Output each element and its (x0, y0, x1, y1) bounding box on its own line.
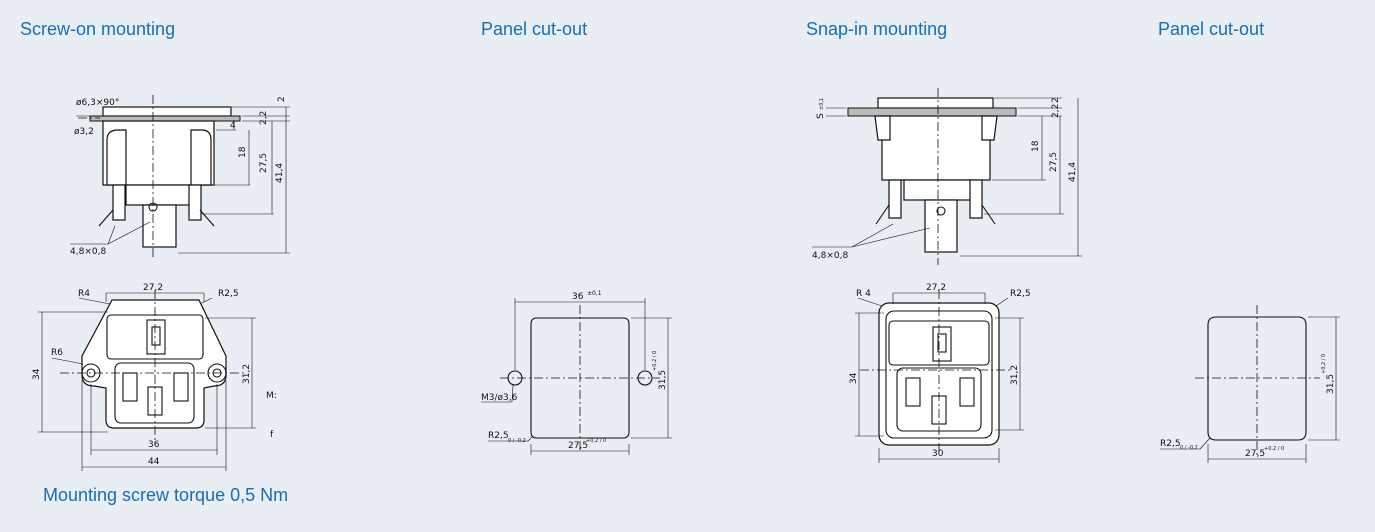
cutout1-width-tol: ±0,1 (587, 290, 602, 297)
dim-countersink: ø6,3×90° (76, 98, 119, 108)
cutout1-radius-tol: 0 / -0,2 (508, 438, 526, 444)
dim-height: 34 (32, 368, 42, 380)
snap-r2-5: R2,5 (1010, 289, 1031, 299)
dim-44: 44 (148, 457, 160, 467)
mounting-torque-note: Mounting screw torque 0,5 Nm (43, 485, 289, 505)
snap-width-30: 30 (932, 449, 944, 459)
snap-in-side-view: S ±0,1 2 2,2 18 27,5 41,4 4,8×0,8 (812, 88, 1082, 265)
dim-4: 4 (230, 121, 236, 131)
cutout1-height-tol: +0,2 / 0 (652, 351, 658, 371)
cutout1-bottom-tol: +0,2 / 0 (586, 438, 606, 444)
cutout2-bottom: 27,5 (1245, 449, 1265, 459)
snap-r4: R 4 (856, 289, 871, 299)
heading-panel-cutout-1: Panel cut-out (481, 19, 588, 39)
snap-height: 34 (849, 372, 859, 384)
dim-18: 18 (238, 146, 248, 158)
panel-cutout-1: 36 ±0,1 31,5 +0,2 / 0 M3/ø3,6 R2,5 0 / -… (481, 290, 672, 455)
cut-off-label-m: M: (266, 391, 277, 401)
cut-off-label-f: f (270, 430, 274, 440)
snap-in-front-view: 27,2 R 4 R2,5 34 31,2 30 (849, 283, 1031, 463)
dim-31-2: 31,2 (242, 364, 252, 384)
cutout1-thread: M3/ø3,6 (481, 393, 518, 403)
dim-tab: 4,8×0,8 (70, 247, 106, 257)
cutout2-bottom-tol: +0,2 / 0 (1264, 446, 1284, 452)
dim-2: 2 (277, 96, 287, 102)
cutout1-radius: R2,5 (488, 431, 509, 441)
heading-snap-in-mounting: Snap-in mounting (806, 19, 948, 39)
heading-panel-cutout-2: Panel cut-out (1158, 19, 1265, 39)
snap-dim-41-4: 41,4 (1068, 162, 1078, 182)
screw-on-front-view: 27,2 R4 R2,5 R6 34 31,2 36 44 M: f (32, 283, 277, 471)
snap-dim-2-2: 2,2 (1051, 104, 1061, 118)
dim-r4: R4 (78, 289, 90, 299)
dim-width-top: 27,2 (143, 283, 163, 293)
cutout1-height: 31,5 (658, 370, 668, 390)
cutout2-height: 31,5 (1326, 374, 1336, 394)
snap-thickness-tol: ±0,1 (819, 98, 825, 110)
dim-r6: R6 (51, 348, 63, 358)
snap-dim-2: 2 (1051, 97, 1061, 103)
snap-31-2: 31,2 (1010, 365, 1020, 385)
cutout2-radius-tol: 0 / -0,2 (1180, 445, 1198, 451)
dim-2-2: 2,2 (259, 111, 269, 125)
cutout2-height-tol: +0,2 / 0 (1321, 354, 1327, 374)
dim-41-4: 41,4 (275, 163, 285, 183)
screw-on-side-view: ø6,3×90° ø3,2 2 2,2 4 18 27,5 41,4 4,8×0… (70, 95, 290, 260)
dim-36: 36 (148, 440, 160, 450)
dim-hole: ø3,2 (74, 127, 94, 137)
snap-dim-18: 18 (1031, 140, 1041, 152)
dim-r2-5: R2,5 (218, 289, 239, 299)
cutout1-width: 36 (572, 292, 584, 302)
panel-cutout-2: 31,5 +0,2 / 0 R2,5 0 / -0,2 27,5 +0,2 / … (1160, 305, 1340, 463)
snap-width-top: 27,2 (926, 283, 946, 293)
cutout2-radius: R2,5 (1160, 439, 1181, 449)
snap-dim-27-5: 27,5 (1049, 152, 1059, 172)
dim-27-5: 27,5 (259, 153, 269, 173)
heading-screw-on-mounting: Screw-on mounting (20, 19, 176, 39)
snap-dim-tab: 4,8×0,8 (812, 251, 848, 261)
cutout1-bottom: 27,5 (568, 441, 588, 451)
snap-thickness: S (816, 113, 826, 119)
